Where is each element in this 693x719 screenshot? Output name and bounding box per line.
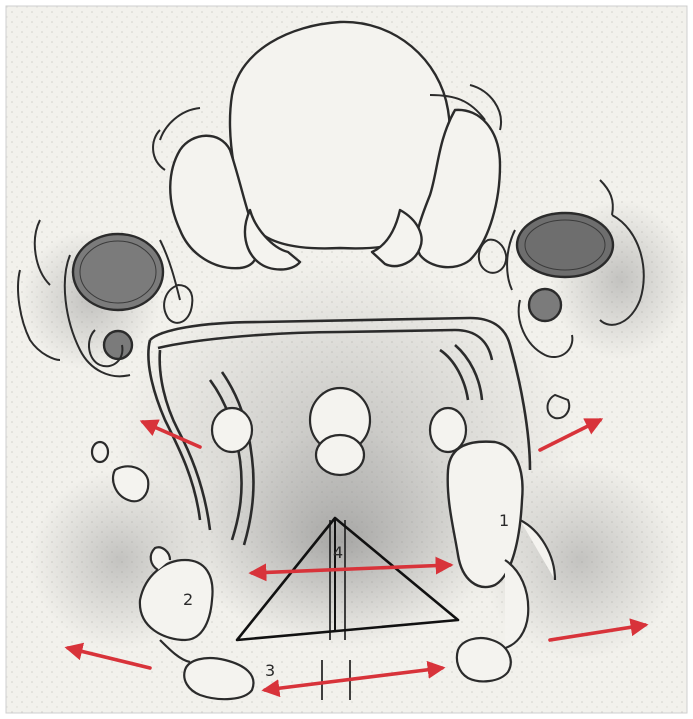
label-1: 1: [499, 511, 509, 530]
label-3: 3: [265, 661, 275, 680]
label-2: 2: [183, 590, 193, 609]
label-4: 4: [333, 543, 343, 562]
